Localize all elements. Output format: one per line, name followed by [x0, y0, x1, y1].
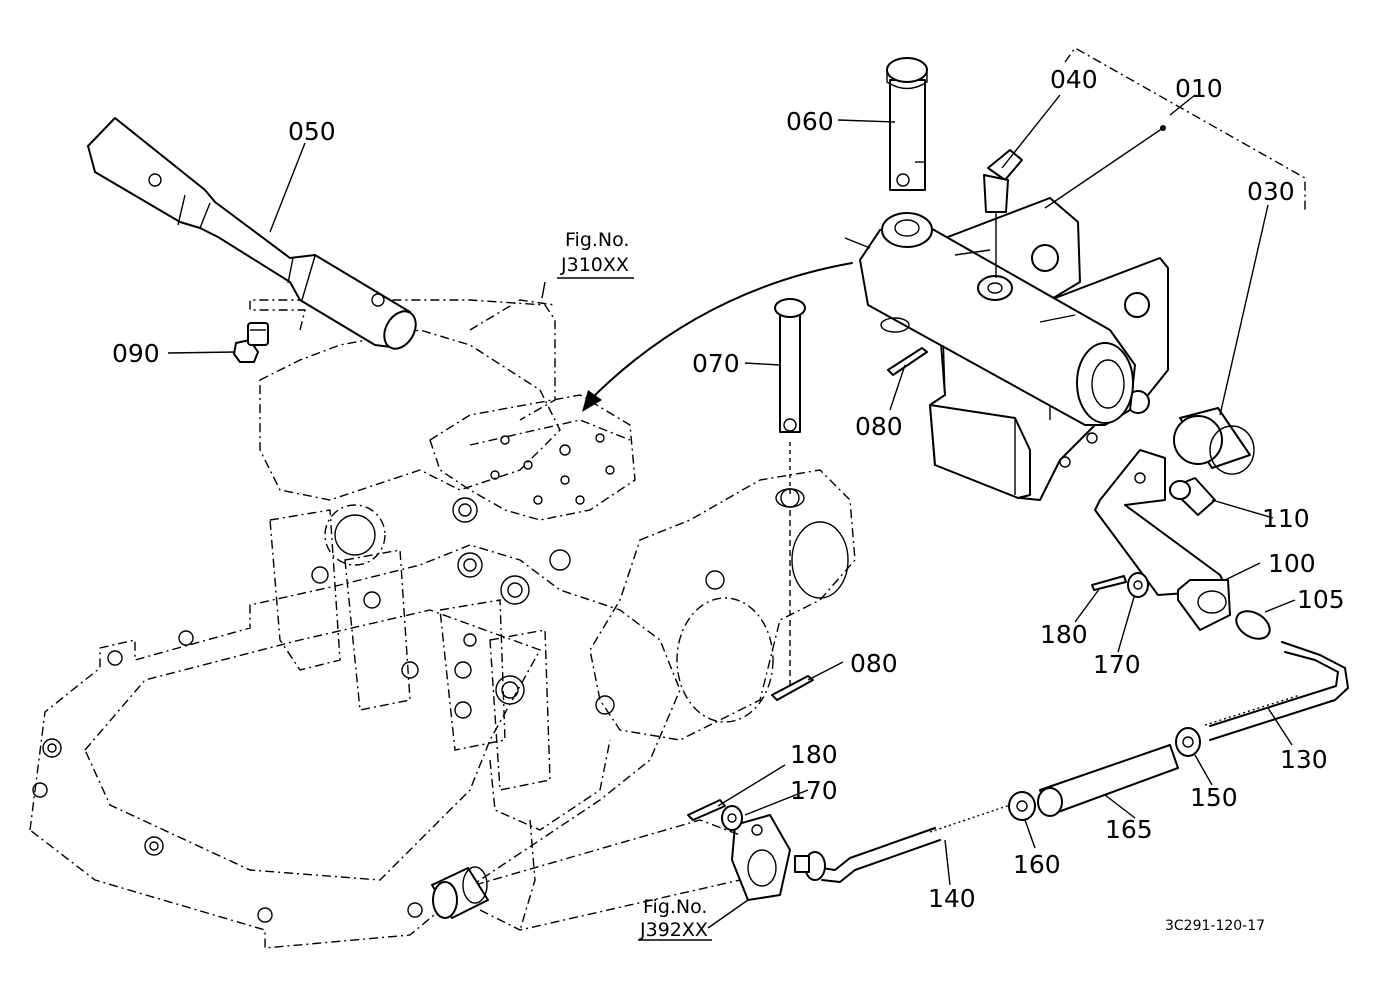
label-170-upper: 170: [1093, 650, 1141, 679]
fig-ref-bottom-line2: J392XX: [639, 919, 708, 941]
bracket-100: [1094, 449, 1231, 631]
label-100: 100: [1268, 549, 1316, 578]
label-050: 050: [288, 117, 336, 146]
label-090: 090: [112, 339, 160, 368]
cotter-pin-080b: [771, 675, 814, 701]
grease-fitting-090: [233, 322, 269, 363]
label-105: 105: [1297, 585, 1345, 614]
label-010: 010: [1175, 74, 1223, 103]
rod-linkage: [794, 641, 1349, 883]
label-130: 130: [1280, 745, 1328, 774]
pin-070: [774, 298, 806, 690]
leader-lines: [167, 94, 1296, 929]
part-labels: 050 090 060 070 040 010 030 080 080 110 …: [112, 65, 1345, 941]
lever-050: [87, 117, 417, 350]
plug: [431, 866, 489, 919]
arrow-head: [582, 390, 602, 412]
cotter-pin-180b: [687, 799, 726, 821]
label-080-lower: 080: [850, 649, 898, 678]
label-140: 140: [928, 884, 976, 913]
label-160: 160: [1013, 850, 1061, 879]
drawing-code: 3C291-120-17: [1165, 918, 1265, 934]
cotter-pin-080a: [887, 347, 928, 376]
hydraulic-housing: [29, 299, 856, 949]
pin-060: [886, 57, 928, 191]
label-080-upper: 080: [855, 412, 903, 441]
collar-105: [1235, 610, 1271, 640]
label-180-lower: 180: [790, 740, 838, 769]
label-110: 110: [1262, 504, 1310, 533]
assembly-frame-line: [1064, 47, 1306, 210]
bushing-030: [1173, 407, 1255, 475]
label-180-upper: 180: [1040, 620, 1088, 649]
label-150: 150: [1190, 783, 1238, 812]
label-070: 070: [692, 349, 740, 378]
label-165: 165: [1105, 815, 1153, 844]
fig-ref-top-line1: Fig.No.: [565, 229, 629, 251]
bolt-110: [1169, 477, 1216, 516]
label-040: 040: [1050, 65, 1098, 94]
bottom-bracket: [474, 805, 791, 931]
washer-170a: [1127, 572, 1149, 598]
control-valve-010: [844, 197, 1169, 501]
cotter-pin-180a: [1091, 575, 1127, 591]
label-060: 060: [786, 107, 834, 136]
fig-ref-top-line2: J310XX: [560, 254, 629, 276]
mounting-arrow: [589, 262, 853, 401]
label-170-lower: 170: [790, 776, 838, 805]
fig-ref-bottom-line1: Fig.No.: [643, 896, 707, 918]
label-030: 030: [1247, 177, 1295, 206]
